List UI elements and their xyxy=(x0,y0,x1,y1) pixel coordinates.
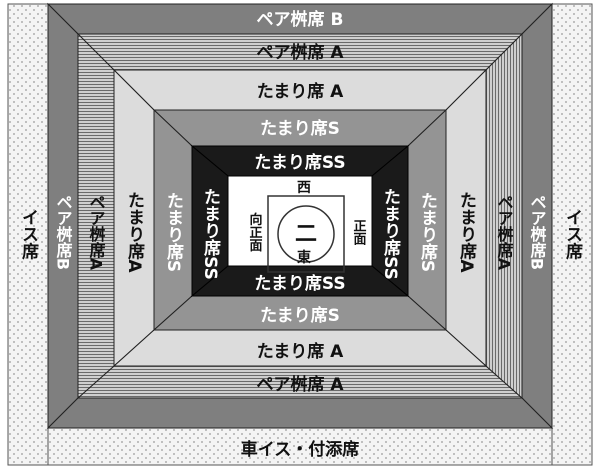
label-chair-left: イス席 xyxy=(18,209,39,261)
label-west: 西 xyxy=(297,180,311,196)
label-tamari-s-bottom: たまり席S xyxy=(260,305,340,326)
label-tamari-s-right: たまり席S xyxy=(417,192,438,272)
label-pair-a-top: ペア桝席 A xyxy=(256,42,344,63)
label-ring-mark: 二 xyxy=(295,222,317,247)
label-pair-a-bottom: ペア桝席 A xyxy=(256,374,344,395)
pair-box-b-bottom[interactable] xyxy=(46,397,554,429)
label-front: 正面 xyxy=(351,219,367,246)
label-tamari-ss-bottom: たまり席SS xyxy=(254,273,345,294)
label-tamari-s-left: たまり席S xyxy=(163,192,184,272)
label-east: 東 xyxy=(297,249,311,266)
label-tamari-ss-right: たまり席SS xyxy=(380,188,401,280)
label-pair-b-right: ペア桝席B xyxy=(528,194,547,270)
label-tamari-a-bottom: たまり席 A xyxy=(257,341,344,362)
label-opposite-front: 向正面 xyxy=(247,212,263,253)
label-tamari-a-left: たまり席A xyxy=(124,191,145,273)
dohyo-square xyxy=(267,195,345,273)
label-tamari-a-top: たまり席 A xyxy=(257,81,344,102)
label-wheelchair: 車イス・付添席 xyxy=(241,439,360,460)
label-tamari-a-right: たまり席A xyxy=(456,191,477,273)
label-chair-right: イス席 xyxy=(562,209,583,261)
chair-seats-left-area[interactable] xyxy=(7,3,49,466)
label-tamari-ss-left: たまり席SS xyxy=(200,188,221,280)
label-tamari-s-top: たまり席S xyxy=(260,118,340,139)
label-tamari-ss-top: たまり席SS xyxy=(254,152,345,173)
label-pair-a-right: ペア桝席A xyxy=(495,194,514,271)
label-pair-b-top: ペア桝席 B xyxy=(257,9,344,30)
label-pair-b-left: ペア桝席B xyxy=(54,194,73,270)
dohyo-circle xyxy=(277,205,335,263)
ring-area xyxy=(227,175,373,267)
label-pair-a-left: ペア桝席A xyxy=(87,194,106,271)
chair-seats-right-area[interactable] xyxy=(551,3,593,466)
